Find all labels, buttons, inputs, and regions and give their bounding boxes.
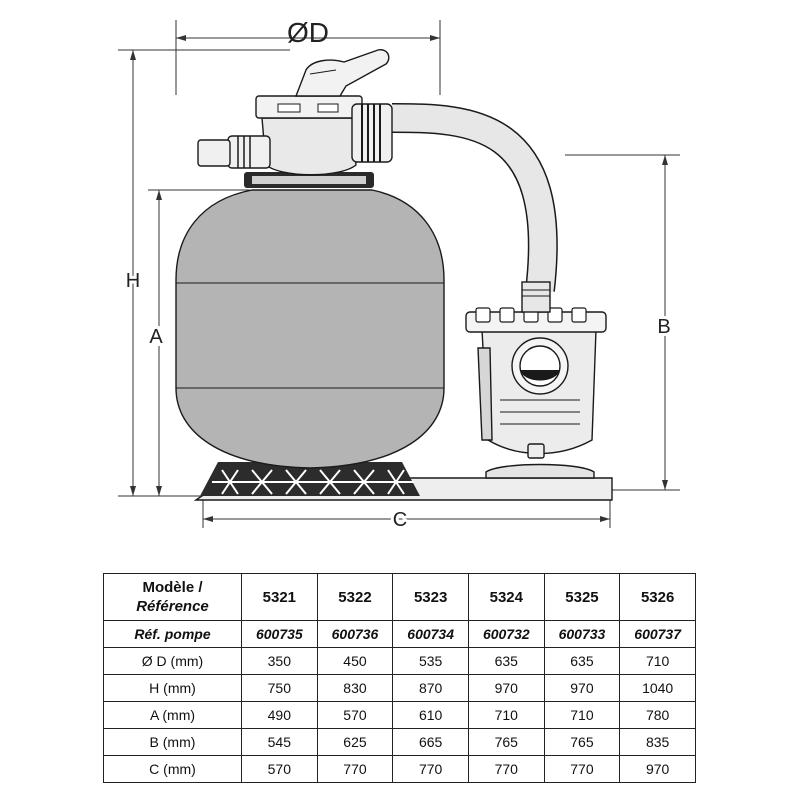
model-cell: 5321 <box>241 573 318 621</box>
table-cell: 600737 <box>619 620 696 648</box>
table-cell: 570 <box>241 755 318 783</box>
table-cell: 770 <box>467 755 545 783</box>
model-cell: 5323 <box>392 573 469 621</box>
table-cell: 625 <box>316 728 394 756</box>
table-row: B (mm) 545 625 665 765 765 835 <box>103 728 696 756</box>
filter-diagram: ØD H A B C <box>118 17 680 531</box>
table-cell: 710 <box>543 701 621 729</box>
table-cell: 350 <box>241 647 318 675</box>
header-label-line1: Modèle / <box>142 579 203 596</box>
table-cell: 600736 <box>316 620 394 648</box>
label-width: C <box>393 509 407 531</box>
row-label: C (mm) <box>103 755 242 783</box>
hose <box>391 103 558 292</box>
label-height-tank: A <box>149 326 163 348</box>
table-cell: 600733 <box>543 620 621 648</box>
table-cell: 770 <box>392 755 469 783</box>
label-height-pump: B <box>657 316 670 338</box>
pump <box>465 281 607 479</box>
table-row: Ø D (mm) 350 450 535 635 635 710 <box>103 647 696 675</box>
table-cell: 970 <box>467 674 545 702</box>
table-cell: 765 <box>467 728 545 756</box>
table-row: C (mm) 570 770 770 770 770 970 <box>103 755 696 783</box>
table-cell: 1040 <box>619 674 696 702</box>
table-cell: 835 <box>619 728 696 756</box>
table-header-row: Modèle / Référence 5321 5322 5323 5324 5… <box>103 573 696 621</box>
table-cell: 770 <box>543 755 621 783</box>
model-cell: 5325 <box>543 573 621 621</box>
table-cell: 830 <box>316 674 394 702</box>
table-cell: 610 <box>392 701 469 729</box>
header-label-line2: Référence <box>136 598 209 615</box>
table-cell: 600734 <box>392 620 469 648</box>
table-cell: 750 <box>241 674 318 702</box>
table-cell: 570 <box>316 701 394 729</box>
row-label: B (mm) <box>103 728 242 756</box>
table-cell: 545 <box>241 728 318 756</box>
table-cell: 535 <box>392 647 469 675</box>
model-cell: 5322 <box>316 573 394 621</box>
spec-table: Modèle / Référence 5321 5322 5323 5324 5… <box>103 573 696 783</box>
table-cell: 870 <box>392 674 469 702</box>
table-cell: 600732 <box>467 620 545 648</box>
table-cell: 970 <box>543 674 621 702</box>
table-cell: 490 <box>241 701 318 729</box>
table-row: H (mm) 750 830 870 970 970 1040 <box>103 674 696 702</box>
row-label: A (mm) <box>103 701 242 729</box>
tank-stand <box>200 462 420 496</box>
dimension-lines <box>118 20 680 528</box>
label-height-total: H <box>126 270 140 292</box>
label-diameter: ØD <box>287 17 329 48</box>
table-row: A (mm) 490 570 610 710 710 780 <box>103 701 696 729</box>
model-cell: 5324 <box>467 573 545 621</box>
table-cell: 635 <box>543 647 621 675</box>
row-label: H (mm) <box>103 674 242 702</box>
filter-tank <box>175 189 445 469</box>
table-cell: 665 <box>392 728 469 756</box>
table-cell: 780 <box>619 701 696 729</box>
table-cell: 635 <box>467 647 545 675</box>
header-label-cell: Modèle / Référence <box>103 573 242 621</box>
row-label: Ø D (mm) <box>103 647 242 675</box>
table-cell: 710 <box>467 701 545 729</box>
table-row: Réf. pompe 600735 600736 600734 600732 6… <box>103 620 696 648</box>
model-cell: 5326 <box>619 573 696 621</box>
row-label: Réf. pompe <box>103 620 242 648</box>
table-cell: 600735 <box>241 620 318 648</box>
table-cell: 765 <box>543 728 621 756</box>
table-cell: 970 <box>619 755 696 783</box>
multiport-valve <box>197 49 393 176</box>
table-cell: 770 <box>316 755 394 783</box>
table-cell: 710 <box>619 647 696 675</box>
table-cell: 450 <box>316 647 394 675</box>
